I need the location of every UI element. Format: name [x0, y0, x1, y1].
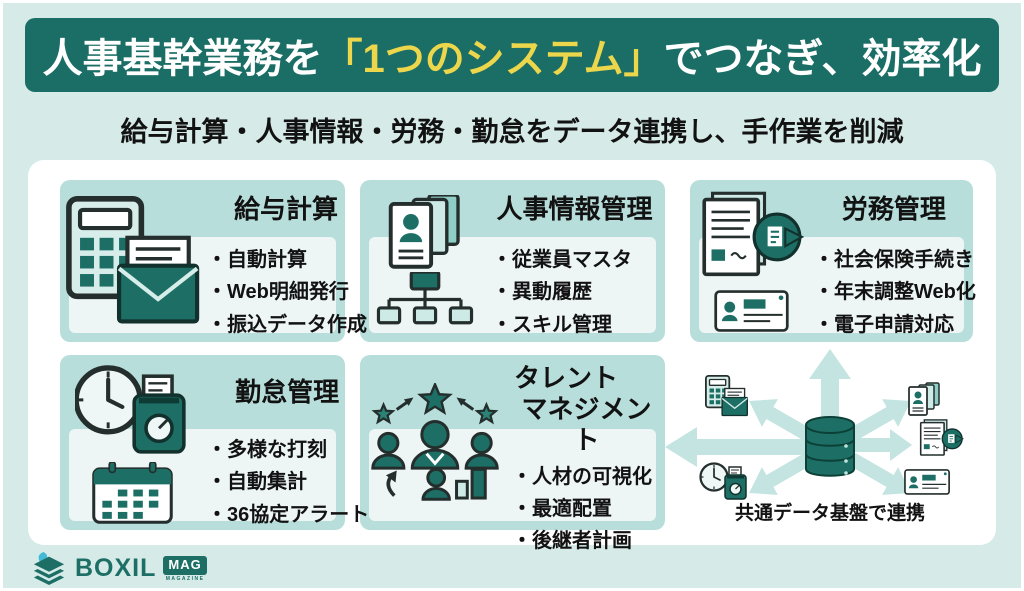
clock-punch-calendar-icon — [60, 355, 205, 530]
feature-item: ・最適配置 — [512, 497, 612, 520]
card-title-payroll: 給与計算 — [233, 194, 338, 224]
feature-item: ・多様な打刻 — [207, 439, 327, 461]
document-sync-idcard-icon — [690, 180, 812, 342]
feature-item: ・年末調整Web化 — [814, 281, 976, 304]
feature-item: ・異動履歴 — [492, 281, 592, 304]
subtitle: 給与計算・人事情報・労務・勤怠をデータ連携し、手作業を削減 — [120, 117, 904, 147]
feature-item: ・自動計算 — [207, 249, 307, 271]
brand-name: BOXIL — [75, 553, 157, 582]
feature-item: ・社会保険手続き — [814, 249, 974, 271]
feature-list: ・社会保険手続き ・年末調整Web化 ・電子申請対応 — [812, 244, 976, 341]
hub-caption: 共通データ基盤で連携 — [734, 503, 925, 524]
mag-badge-sub: MAGAZINE — [165, 575, 205, 582]
idcards-icon — [908, 382, 940, 416]
database-icon — [805, 416, 855, 477]
content-panel: 給与計算 ・自動計算 ・Web明細発行 ・振込データ作成 人事情報管理 ・従業員… — [28, 160, 996, 552]
card-title-talent-line2: マネジメント — [521, 394, 652, 456]
card-payroll: 給与計算 ・自動計算 ・Web明細発行 ・振込データ作成 — [60, 180, 367, 342]
calculator-envelope-icon — [705, 374, 749, 417]
hub-arrows — [665, 349, 912, 495]
feature-list: ・従業員マスタ ・異動履歴 ・スキル管理 — [490, 244, 659, 341]
document-sync-icon — [919, 419, 964, 456]
footer-brand: BOXIL MAG MAGAZINE — [30, 551, 207, 585]
feature-item: ・自動集計 — [207, 471, 307, 494]
title-post: でつなぎ、効率化 — [663, 37, 982, 81]
feature-item: ・後継者計画 — [512, 530, 632, 553]
card-title-talent-line1: タレント — [514, 363, 619, 393]
page-title: 人事基幹業務を「1つのシステム」でつなぎ、効率化 — [42, 26, 981, 84]
feature-item: ・36協定アラート — [207, 503, 370, 526]
feature-item: ・振込データ作成 — [207, 313, 367, 336]
title-pre: 人事基幹業務を — [42, 37, 323, 81]
mag-badge-label: MAG — [163, 556, 207, 575]
card-hr-info: 人事情報管理 ・従業員マスタ ・異動履歴 ・スキル管理 — [360, 180, 665, 342]
feature-item: ・Web明細発行 — [207, 281, 349, 304]
boxil-logo-icon — [33, 551, 65, 585]
clock-punch-icon — [699, 462, 748, 501]
mag-badge: MAG MAGAZINE — [163, 556, 207, 582]
card-labor: 労務管理 ・社会保険手続き ・年末調整Web化 ・電子申請対応 — [690, 180, 976, 342]
card-title-labor: 労務管理 — [841, 194, 946, 224]
idcard-icon — [904, 469, 950, 495]
card-talent: タレント マネジメント ・人材の可視化 ・最適配置 ・後継者計画 — [360, 355, 665, 552]
feature-list: ・多様な打刻 ・自動集計 ・36協定アラート — [205, 434, 369, 531]
card-title-hr-info: 人事情報管理 — [496, 194, 653, 224]
idcards-orgchart-icon — [360, 180, 490, 342]
feature-item: ・スキル管理 — [492, 313, 612, 336]
talent-people-icon — [360, 355, 510, 530]
feature-list: ・自動計算 ・Web明細発行 ・振込データ作成 — [205, 244, 367, 341]
title-highlight: 「1つのシステム」 — [322, 37, 664, 81]
calculator-envelope-icon — [60, 180, 205, 342]
card-title-attendance: 勤怠管理 — [235, 376, 340, 407]
header-banner: 人事基幹業務を「1つのシステム」でつなぎ、効率化 — [25, 18, 999, 92]
card-title-talent: タレント マネジメント — [510, 355, 659, 457]
feature-item: ・電子申請対応 — [814, 313, 954, 336]
feature-item: ・人材の可視化 — [512, 465, 652, 488]
feature-list: ・人材の可視化 ・最適配置 ・後継者計画 — [510, 461, 659, 558]
card-attendance: 勤怠管理 ・多様な打刻 ・自動集計 ・36協定アラート — [60, 355, 369, 530]
data-hub-diagram — [665, 349, 964, 501]
feature-item: ・従業員マスタ — [492, 249, 632, 271]
